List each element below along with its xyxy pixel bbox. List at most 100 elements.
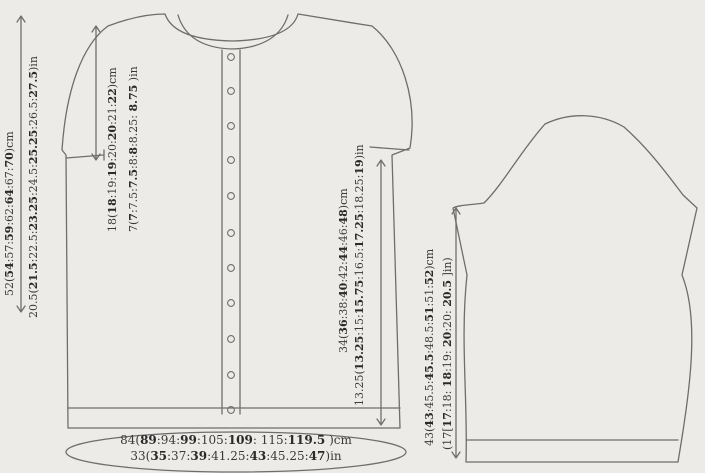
button [227, 264, 235, 272]
measure-segment: :38: [337, 297, 350, 320]
side-in-label: 13.25(13.25:15:15.75:16.5:17.25:18.25:19… [353, 144, 366, 406]
measure-segment: )cm [423, 248, 436, 270]
measure-segment: 36 [337, 319, 350, 335]
button [227, 371, 235, 379]
measure-segment: 34( [337, 334, 350, 353]
measure-segment: :46: [337, 224, 350, 246]
button-band [221, 49, 241, 415]
measure-segment: 20.5( [27, 289, 40, 318]
measure-segment: )cm [325, 433, 352, 447]
measure-segment: 70 [3, 152, 16, 168]
measure-segment: 119.5 [287, 433, 326, 447]
left-armhole-mark [65, 149, 105, 161]
measure-segment: )in [27, 56, 40, 71]
measure-segment: )in [325, 449, 342, 463]
measure-segment: 52( [3, 277, 16, 296]
measure-segment: :94: [156, 433, 181, 447]
measure-segment: )in [353, 144, 366, 160]
measure-segment: 39 [190, 449, 208, 463]
measure-segment: 17.25 [353, 213, 366, 248]
measure-segment: 40 [337, 282, 350, 298]
button [227, 192, 235, 200]
measure-segment: :24.5: [27, 164, 40, 197]
measure-segment: 13.25( [353, 370, 366, 406]
measure-segment: 18( [106, 213, 119, 232]
measure-segment: :37: [167, 449, 191, 463]
measure-segment: 109 [227, 433, 253, 447]
measure-segment: 21.5 [27, 262, 40, 290]
measure-segment: :105: [196, 433, 228, 447]
measure-segment: 99 [180, 433, 197, 447]
button [227, 53, 235, 61]
measure-segment: :57: [3, 240, 16, 263]
measure-segment: :19: [106, 176, 119, 199]
button [227, 229, 235, 237]
measure-segment: 18 [441, 371, 454, 388]
side-dim-line [376, 159, 386, 426]
length-dim-line [16, 15, 26, 313]
sleeve-in-label: (17[17:18: 18:19: 20:20: 20.5 ]in) [441, 257, 454, 450]
right-armhole-mark [369, 146, 410, 151]
length-cm-label: 52(54:57:59:62:64:67:70)cm [3, 131, 16, 296]
measure-segment: :42: [337, 261, 350, 283]
measure-segment: 51 [423, 306, 436, 322]
measure-segment: 23.25 [27, 196, 40, 231]
measure-segment: 44 [337, 245, 350, 262]
measure-segment: 18 [106, 198, 119, 214]
armhole-dim-line [91, 25, 101, 161]
measure-segment: 25.25 [27, 129, 40, 165]
measure-segment: :62: [3, 204, 16, 226]
measure-segment: :7.5: [127, 188, 140, 214]
measure-segment: :20: [106, 140, 119, 162]
length-in-label: 20.5(21.5:22.5:23.25:24.5:25.25:26.5:27.… [27, 56, 40, 318]
measure-segment: 7 [127, 213, 140, 221]
button [227, 87, 235, 95]
measure-segment: )cm [3, 131, 16, 153]
measure-segment: : 115: [252, 433, 288, 447]
measure-segment: :16.5: [353, 247, 366, 280]
measure-segment: :21: [106, 103, 119, 125]
measure-segment: 13.25 [353, 335, 366, 371]
measure-segment: 22 [106, 88, 119, 104]
measure-segment: 19 [353, 159, 366, 175]
measure-segment: 64 [3, 188, 16, 205]
measure-segment: 35 [150, 449, 168, 463]
measure-segment: 7.5 [127, 169, 140, 189]
measure-segment: 43 [423, 412, 436, 428]
measure-segment: :15: [353, 314, 366, 336]
sleeve-cm-label: 43(43:45.5:45.5:48.5:51:51:52)cm [423, 249, 436, 446]
measure-segment: :51: [423, 285, 436, 307]
measure-segment: 17 [441, 412, 454, 428]
sleeve-outline [452, 115, 698, 463]
button [227, 406, 235, 414]
measure-segment: 8 [127, 146, 140, 155]
measure-segment: 89 [140, 433, 157, 447]
chest-in-label: 33(35:37:39:41.25:43:45.25:47)in [66, 449, 406, 463]
measure-segment: 43( [423, 427, 436, 446]
measure-segment: 20 [441, 331, 454, 347]
measure-segment: )cm [337, 188, 350, 210]
measure-segment: :41.25: [207, 449, 250, 463]
neckline-band [177, 14, 289, 50]
measure-segment: 7( [127, 220, 140, 232]
measure-segment: 20.5 [441, 279, 454, 307]
measure-segment: 59 [3, 225, 16, 241]
button [227, 156, 235, 164]
measure-segment: 48 [337, 209, 350, 225]
measure-segment: :8.25: [127, 111, 140, 147]
side-cm-label: 34(36:38:40:42:44:46:48)cm [337, 188, 350, 353]
measure-segment: 19 [106, 161, 119, 177]
armhole-in-label: 7(7:7.5:7.5:8:8:8.25: 8.75 )in [127, 66, 140, 232]
measure-segment: 15.75 [353, 279, 366, 315]
measure-segment: 33( [130, 449, 151, 463]
measure-segment: :20: [441, 306, 454, 332]
measure-segment: )cm [106, 67, 119, 89]
measure-segment: :45.5: [423, 380, 436, 413]
measure-segment: :18.25: [353, 174, 366, 214]
chest-cm-label: 84(89:94:99:105:109: 115:119.5 )cm [66, 433, 406, 447]
sleeve-dim-line [451, 207, 461, 459]
measure-segment: 52 [423, 269, 436, 286]
measure-segment: 27.5 [27, 70, 40, 98]
